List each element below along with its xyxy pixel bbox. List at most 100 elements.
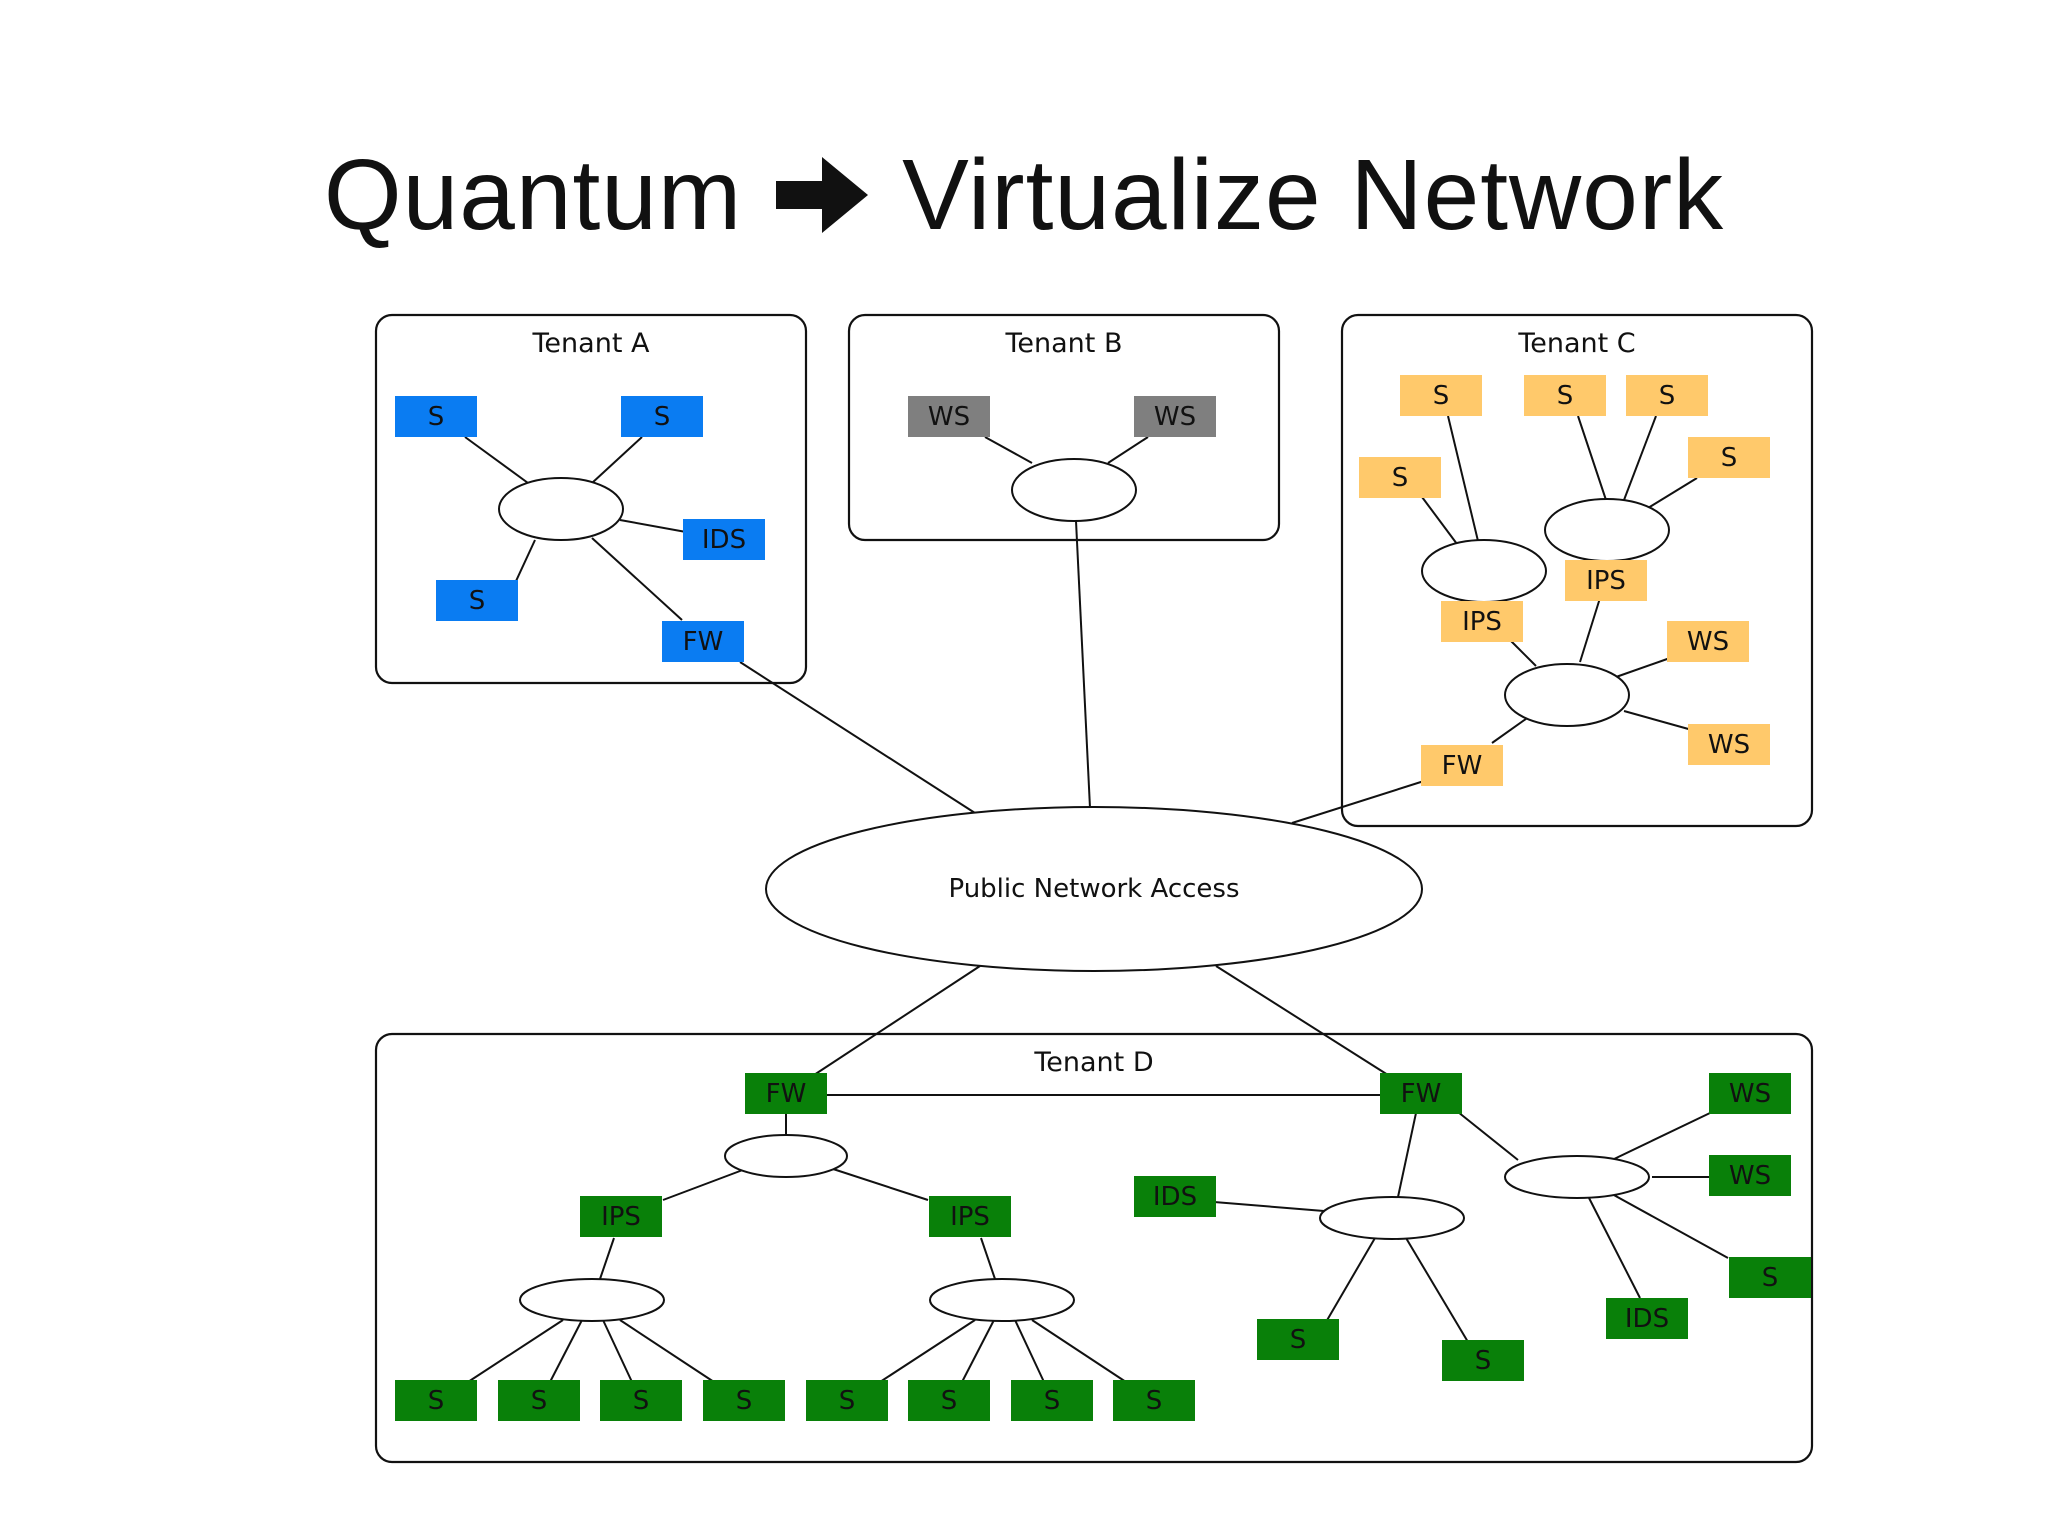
- tenant-c-node-label: S: [1433, 381, 1450, 411]
- tenant-c-node-box: [1565, 560, 1647, 601]
- tenant-d-node-box: [1729, 1257, 1811, 1298]
- tenant-d-node-label: IPS: [950, 1202, 990, 1232]
- hubs: [498, 458, 1670, 1322]
- tenant-a-node-label: S: [428, 402, 445, 432]
- tenant-c-frame: [1340, 313, 1814, 828]
- tenant-c-node-label: IPS: [1462, 607, 1502, 637]
- tenant-c-label: Tenant C: [1517, 328, 1635, 359]
- tenant-c-node-label: S: [1392, 463, 1409, 493]
- tenant-a-node-box: [662, 621, 744, 662]
- tenant-d-nodes: FW FW IPS IPS S S S S S S S S IDS: [395, 1073, 1811, 1421]
- tenant-a-node-label: S: [469, 586, 486, 616]
- tenant-d-hub-ids: [1319, 1196, 1465, 1240]
- tenant-d-frame: [374, 1032, 1814, 1464]
- tenant-b-node-label: WS: [1154, 402, 1196, 432]
- tenant-a-frame: [374, 313, 808, 685]
- tenant-b-frame: [847, 313, 1281, 542]
- tenant-d-node-label: IDS: [1153, 1182, 1197, 1212]
- public-network-ellipse: [765, 806, 1423, 972]
- tenant-c-node-label: S: [1557, 381, 1574, 411]
- tenant-d-node-box: [1606, 1298, 1688, 1339]
- tenant-d-node-box: [806, 1380, 888, 1421]
- tenant-d-node-label: IPS: [601, 1202, 641, 1232]
- tenant-a-node-box: [683, 519, 765, 560]
- tenant-d-node-label: S: [736, 1386, 753, 1416]
- tenant-d-hub-top: [724, 1134, 848, 1178]
- tenant-a-nodes: S S IDS S FW: [395, 396, 765, 662]
- tenant-d-node-label: WS: [1729, 1079, 1771, 1109]
- tenant-c-hub-right: [1544, 498, 1670, 562]
- title-left: Quantum: [323, 138, 743, 251]
- tenant-a-node-box: [436, 580, 518, 621]
- bold-right-arrow-icon: [776, 157, 869, 233]
- tenant-d-node-box: [745, 1073, 827, 1114]
- tenant-a-node-box: [395, 396, 477, 437]
- tenant-d-label: Tenant D: [1033, 1047, 1153, 1078]
- tenant-b-node-box: [908, 396, 990, 437]
- tenant-d-node-box: [1113, 1380, 1195, 1421]
- tenant-d-node-box: [1257, 1319, 1339, 1360]
- tenant-b-hub: [1011, 458, 1137, 522]
- tenant-d-node-box: [1134, 1176, 1216, 1217]
- tenant-c-node-box: [1400, 375, 1482, 416]
- tenant-d-node-box: [1011, 1380, 1093, 1421]
- connection-lines: [464, 415, 1729, 1383]
- tenant-b-label: Tenant B: [1005, 328, 1123, 359]
- tenant-d-node-box: [1709, 1155, 1791, 1196]
- tenant-c-node-box: [1626, 375, 1708, 416]
- tenant-c-node-label: IPS: [1586, 566, 1626, 596]
- tenant-c-nodes: S S S S S IPS IPS WS WS FW: [1359, 375, 1770, 786]
- tenant-d-node-label: S: [1044, 1386, 1061, 1416]
- tenant-d-node-box: [395, 1380, 477, 1421]
- tenant-d-node-label: IDS: [1625, 1304, 1669, 1334]
- tenant-c-node-label: S: [1721, 443, 1738, 473]
- tenant-c-node-box: [1688, 724, 1770, 765]
- public-network-label: Public Network Access: [948, 874, 1239, 904]
- title-right: Virtualize Network: [902, 138, 1725, 251]
- tenant-c-hub-bottom: [1504, 663, 1630, 727]
- tenant-a-hub: [498, 477, 624, 541]
- tenant-c-node-label: FW: [1442, 751, 1483, 781]
- tenant-d-hub-right: [1504, 1155, 1650, 1199]
- tenant-c-node-label: S: [1659, 381, 1676, 411]
- tenant-d-node-label: S: [1762, 1263, 1779, 1293]
- tenant-d-node-box: [703, 1380, 785, 1421]
- tenant-d-node-box: [580, 1196, 662, 1237]
- tenant-d-node-label: S: [1475, 1346, 1492, 1376]
- tenant-c-node-label: WS: [1687, 627, 1729, 657]
- tenant-d-hub-left: [519, 1278, 665, 1322]
- tenant-c-node-box: [1421, 745, 1503, 786]
- tenant-c-node-box: [1688, 437, 1770, 478]
- tenant-d-node-box: [908, 1380, 990, 1421]
- tenant-d-node-box: [498, 1380, 580, 1421]
- tenant-d-node-label: WS: [1729, 1161, 1771, 1191]
- tenant-d-node-box: [1380, 1073, 1462, 1114]
- tenant-c-node-box: [1441, 601, 1523, 642]
- tenant-c-node-box: [1524, 375, 1606, 416]
- tenant-d-node-label: S: [428, 1386, 445, 1416]
- tenant-a-node-label: S: [654, 402, 671, 432]
- tenant-a-node-label: FW: [683, 627, 724, 657]
- tenant-b-node-label: WS: [928, 402, 970, 432]
- tenant-d-node-label: S: [839, 1386, 856, 1416]
- tenant-c-hub-left: [1421, 539, 1547, 603]
- tenant-d-node-label: FW: [1401, 1079, 1442, 1109]
- tenant-d-node-label: S: [1146, 1386, 1163, 1416]
- tenant-a-label: Tenant A: [532, 328, 650, 359]
- tenant-d-node-box: [600, 1380, 682, 1421]
- tenant-a-node-box: [621, 396, 703, 437]
- tenant-d-node-box: [929, 1196, 1011, 1237]
- tenant-d-node-label: S: [1290, 1325, 1307, 1355]
- tenant-d-node-label: FW: [766, 1079, 807, 1109]
- tenant-c-node-box: [1359, 457, 1441, 498]
- tenant-d-node-label: S: [633, 1386, 650, 1416]
- slide-title: Quantum Virtualize Network: [0, 135, 2048, 255]
- tenant-c-node-label: WS: [1708, 730, 1750, 760]
- tenant-b-nodes: WS WS: [908, 396, 1216, 437]
- tenant-d-node-box: [1442, 1340, 1524, 1381]
- tenant-d-node-box: [1709, 1073, 1791, 1114]
- tenant-b-node-box: [1134, 396, 1216, 437]
- tenant-a-node-label: IDS: [702, 525, 746, 555]
